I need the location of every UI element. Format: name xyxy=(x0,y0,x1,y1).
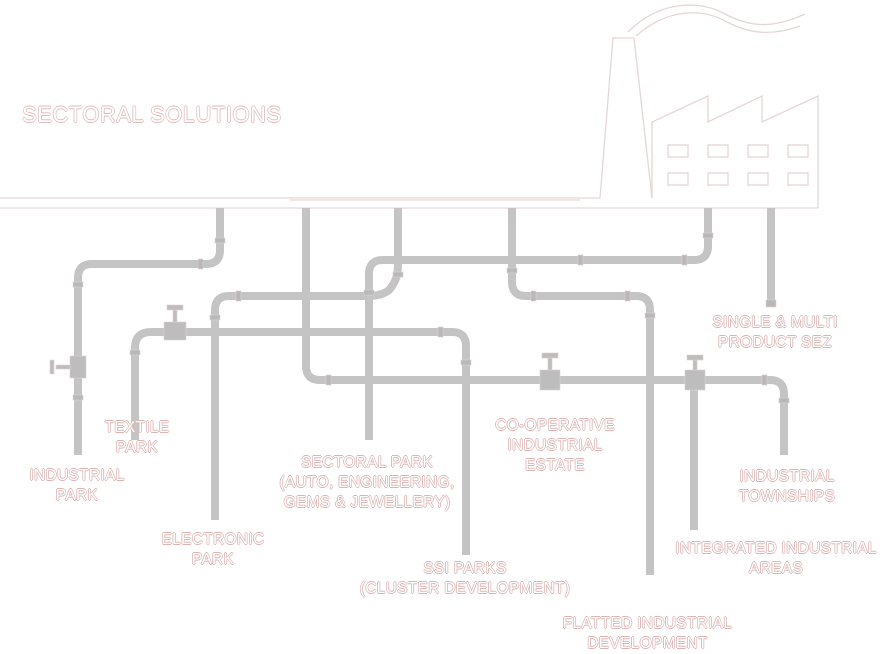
ground-line xyxy=(0,197,818,209)
valve-icon xyxy=(163,304,187,341)
factory-illustration xyxy=(0,4,819,209)
label-line: SINGLE & MULTI xyxy=(712,314,838,331)
pipe-textile-park xyxy=(131,328,470,555)
valve-icon xyxy=(539,352,561,391)
pipe-network xyxy=(74,208,788,575)
pipe-electronic-park xyxy=(211,208,402,520)
label-line: TOWNSHIPS xyxy=(738,488,836,505)
label-industrial-park: INDUSTRIAL PARK xyxy=(22,466,132,506)
pipe-joints xyxy=(72,232,790,404)
valves xyxy=(49,304,706,391)
label-line: SECTORAL PARK xyxy=(301,454,433,471)
label-line: FLATTED INDUSTRIAL xyxy=(562,615,733,632)
label-integrated: INTEGRATED INDUSTRIAL AREAS xyxy=(665,539,887,579)
valve-icon xyxy=(49,355,87,379)
label-line: INDUSTRIAL xyxy=(507,437,603,454)
label-line: CO-OPERATIVE xyxy=(495,417,615,434)
smoke-curve xyxy=(635,12,801,37)
label-line: INDUSTRIAL xyxy=(739,468,835,485)
label-line: GEMS & JEWELLERY) xyxy=(283,494,451,511)
label-line: PRODUCT SEZ xyxy=(717,334,833,351)
label-line: SSI PARKS xyxy=(423,560,507,577)
factory-roof xyxy=(651,94,819,208)
label-electronic-park: ELECTRONIC PARK xyxy=(148,530,278,570)
pipe-flatted xyxy=(508,208,654,575)
label-sectoral-park: SECTORAL PARK (AUTO, ENGINEERING, GEMS &… xyxy=(252,453,482,513)
label-line: PARK xyxy=(115,439,159,456)
label-line: (AUTO, ENGINEERING, xyxy=(279,474,455,491)
valve-icon xyxy=(684,354,706,391)
label-line: (CLUSTER DEVELOPMENT) xyxy=(359,580,571,597)
smoke-curve xyxy=(627,4,806,33)
label-line: ESTATE xyxy=(525,457,585,474)
page-title: SECTORAL SOLUTIONS xyxy=(22,102,282,127)
factory-windows xyxy=(667,144,809,186)
label-line: ELECTRONIC xyxy=(161,531,265,548)
label-line: INDUSTRIAL xyxy=(29,467,125,484)
label-flatted: FLATTED INDUSTRIAL DEVELOPMENT xyxy=(545,614,750,654)
label-textile-park: TEXTILE PARK xyxy=(92,418,182,458)
label-ssi-parks: SSI PARKS (CLUSTER DEVELOPMENT) xyxy=(340,559,590,599)
label-line: PARK xyxy=(55,487,99,504)
label-line: TEXTILE xyxy=(104,419,170,436)
label-single-multi: SINGLE & MULTI PRODUCT SEZ xyxy=(700,313,850,353)
label-co-operative: CO-OPERATIVE INDUSTRIAL ESTATE xyxy=(480,416,630,476)
pipe-sectoral-park xyxy=(365,208,712,440)
label-townships: INDUSTRIAL TOWNSHIPS xyxy=(722,467,852,507)
pipe-industrial-park xyxy=(74,208,224,455)
chimney xyxy=(599,37,653,199)
label-line: INTEGRATED INDUSTRIAL xyxy=(675,540,877,557)
label-line: DEVELOPMENT xyxy=(587,635,708,652)
label-line: AREAS xyxy=(748,560,804,577)
label-line: PARK xyxy=(191,551,235,568)
